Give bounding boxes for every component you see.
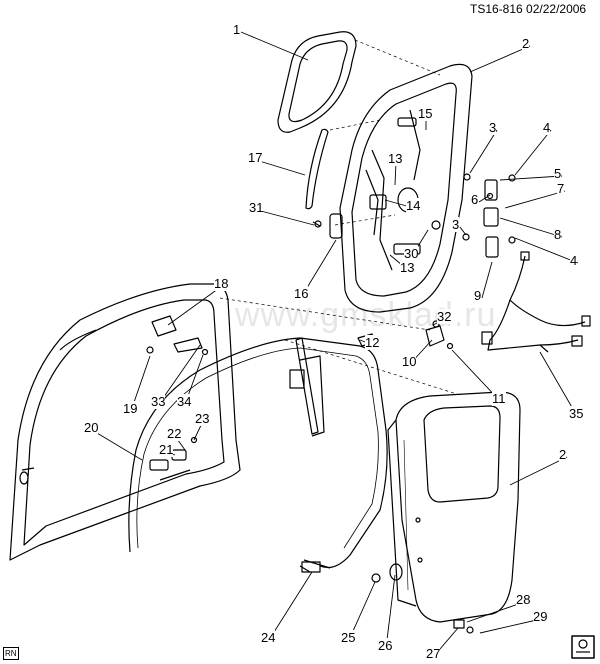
callout-label-12: 12 (365, 335, 380, 350)
body-side-frame (9, 283, 241, 561)
callout-leader-1 (240, 31, 309, 61)
callout-label-2: 2 (559, 447, 567, 462)
window-regulator-part-24 (289, 337, 331, 573)
pillar-brackets (146, 315, 209, 356)
callout-label-6: 6 (471, 192, 479, 207)
callout-label-14: 14 (406, 198, 421, 213)
callout-label-13: 13 (388, 151, 403, 166)
callout-label-21: 21 (159, 442, 174, 457)
callout-label-19: 19 (123, 401, 138, 416)
callout-leader-7 (504, 190, 566, 209)
callout-label-4: 4 (543, 120, 551, 135)
plug-part-25 (371, 573, 381, 583)
callout-leader-33 (158, 344, 201, 405)
callout-leader-3 (459, 226, 467, 236)
callout-label-26: 26 (378, 638, 393, 653)
callout-label-2: 2 (522, 36, 530, 51)
weatherstrip-part-20 (128, 337, 388, 569)
callout-label-15: 15 (418, 106, 433, 121)
glass-run-strip-part-17 (305, 128, 329, 210)
callout-leader-20 (91, 429, 143, 461)
callout-label-5: 5 (554, 166, 562, 181)
wiring-harness-part-35 (481, 251, 591, 353)
callout-label-29: 29 (533, 609, 548, 624)
callout-label-23: 23 (195, 411, 210, 426)
callout-leader-17 (255, 159, 306, 176)
callout-label-20: 20 (84, 420, 99, 435)
corner-tag: RN (3, 647, 19, 660)
callout-leader-5 (499, 175, 563, 181)
screw-part-31 (312, 220, 322, 228)
callout-leader-4 (514, 237, 579, 264)
window-frame-part-1 (277, 31, 357, 133)
callout-leader-3 (469, 129, 498, 174)
callout-label-1: 1 (233, 22, 241, 37)
callout-label-13: 13 (400, 260, 415, 275)
callout-label-3: 3 (452, 217, 460, 232)
striker-parts (453, 619, 474, 634)
callout-label-35: 35 (569, 406, 584, 421)
hinge-assembly (462, 173, 516, 258)
callout-leader-4 (514, 129, 552, 176)
callout-leader-31 (256, 209, 315, 226)
callout-leader-6 (478, 194, 491, 203)
callout-label-8: 8 (554, 227, 562, 242)
callout-label-7: 7 (557, 181, 565, 196)
callout-label-28: 28 (516, 592, 531, 607)
alignment-lines (219, 39, 461, 396)
callout-label-34: 34 (177, 394, 192, 409)
callout-leader-2 (469, 45, 531, 73)
callout-leader-28 (466, 601, 525, 623)
callout-label-32: 32 (437, 309, 452, 324)
rear-door-outer-panel (387, 391, 521, 623)
callout-label-3: 3 (489, 120, 497, 135)
callout-label-16: 16 (294, 286, 309, 301)
callout-leader-24 (268, 571, 313, 641)
callout-label-24: 24 (261, 630, 276, 645)
callout-leader-26 (385, 574, 396, 649)
callout-leader-29 (479, 618, 542, 634)
fastener-icon (571, 635, 595, 659)
callout-leader-8 (499, 217, 563, 238)
callout-label-25: 25 (341, 630, 356, 645)
callout-label-18: 18 (214, 276, 229, 291)
watermark: www.gmsklad.ru (235, 296, 497, 334)
callout-label-11: 11 (492, 391, 506, 406)
callout-leader-18 (167, 285, 223, 326)
diagram-reference-code: TS16-816 02/22/2006 (470, 2, 587, 16)
callout-label-9: 9 (474, 288, 482, 303)
callout-label-27: 27 (426, 646, 441, 661)
callout-label-31: 31 (249, 200, 264, 215)
callout-leader-9 (481, 261, 493, 299)
callout-label-33: 33 (151, 394, 166, 409)
callout-label-22: 22 (167, 426, 182, 441)
callout-leader-35 (539, 351, 578, 417)
handle-part-16 (329, 213, 343, 239)
callout-label-4: 4 (570, 253, 578, 268)
callout-label-30: 30 (404, 246, 419, 261)
callout-label-17: 17 (248, 150, 263, 165)
callout-label-10: 10 (402, 354, 417, 369)
callout-leader-2 (509, 456, 568, 486)
